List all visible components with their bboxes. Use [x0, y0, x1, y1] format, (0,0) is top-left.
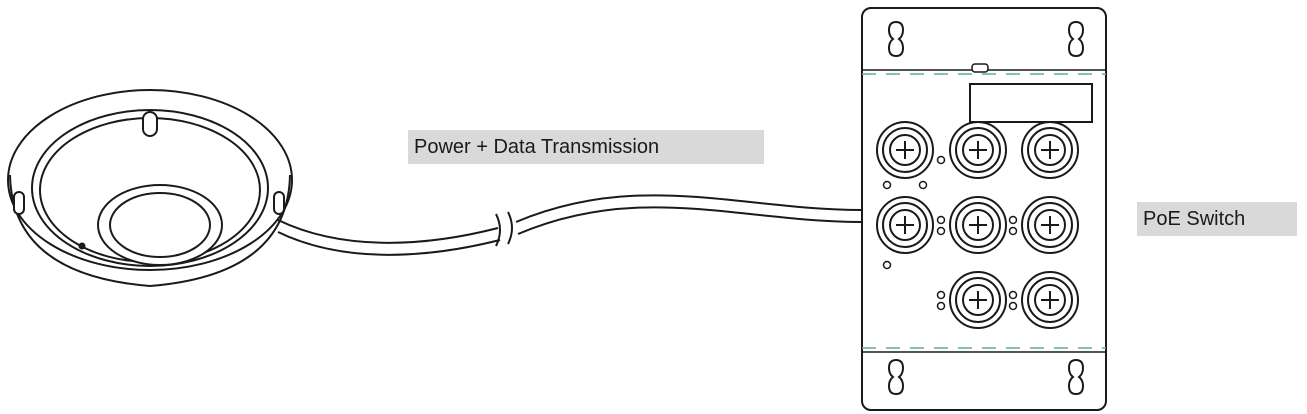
status-led [936, 290, 946, 300]
status-led [918, 180, 928, 190]
ethernet-port [876, 121, 934, 179]
status-led [1008, 215, 1018, 225]
ethernet-port [1021, 121, 1079, 179]
ethernet-port [1021, 271, 1079, 329]
mounting-hole [887, 358, 905, 396]
fisheye-dome-camera-icon [7, 89, 293, 288]
status-led [936, 226, 946, 236]
ethernet-port [949, 121, 1007, 179]
ethernet-port [949, 196, 1007, 254]
status-led [1008, 290, 1018, 300]
ethernet-port [1021, 196, 1079, 254]
status-led [1008, 226, 1018, 236]
industrial-poe-switch-icon [861, 7, 1107, 411]
ethernet-cable-icon [277, 194, 863, 256]
status-led [936, 301, 946, 311]
mounting-hole [1067, 20, 1085, 58]
ethernet-port [876, 196, 934, 254]
status-led [1008, 301, 1018, 311]
status-led [882, 260, 892, 270]
status-led [882, 180, 892, 190]
ethernet-port [949, 271, 1007, 329]
mounting-hole [1067, 358, 1085, 396]
status-led [936, 215, 946, 225]
status-led [936, 155, 946, 165]
mounting-hole [887, 20, 905, 58]
link-label: Power + Data Transmission [408, 130, 764, 164]
switch-label: PoE Switch [1137, 202, 1297, 236]
